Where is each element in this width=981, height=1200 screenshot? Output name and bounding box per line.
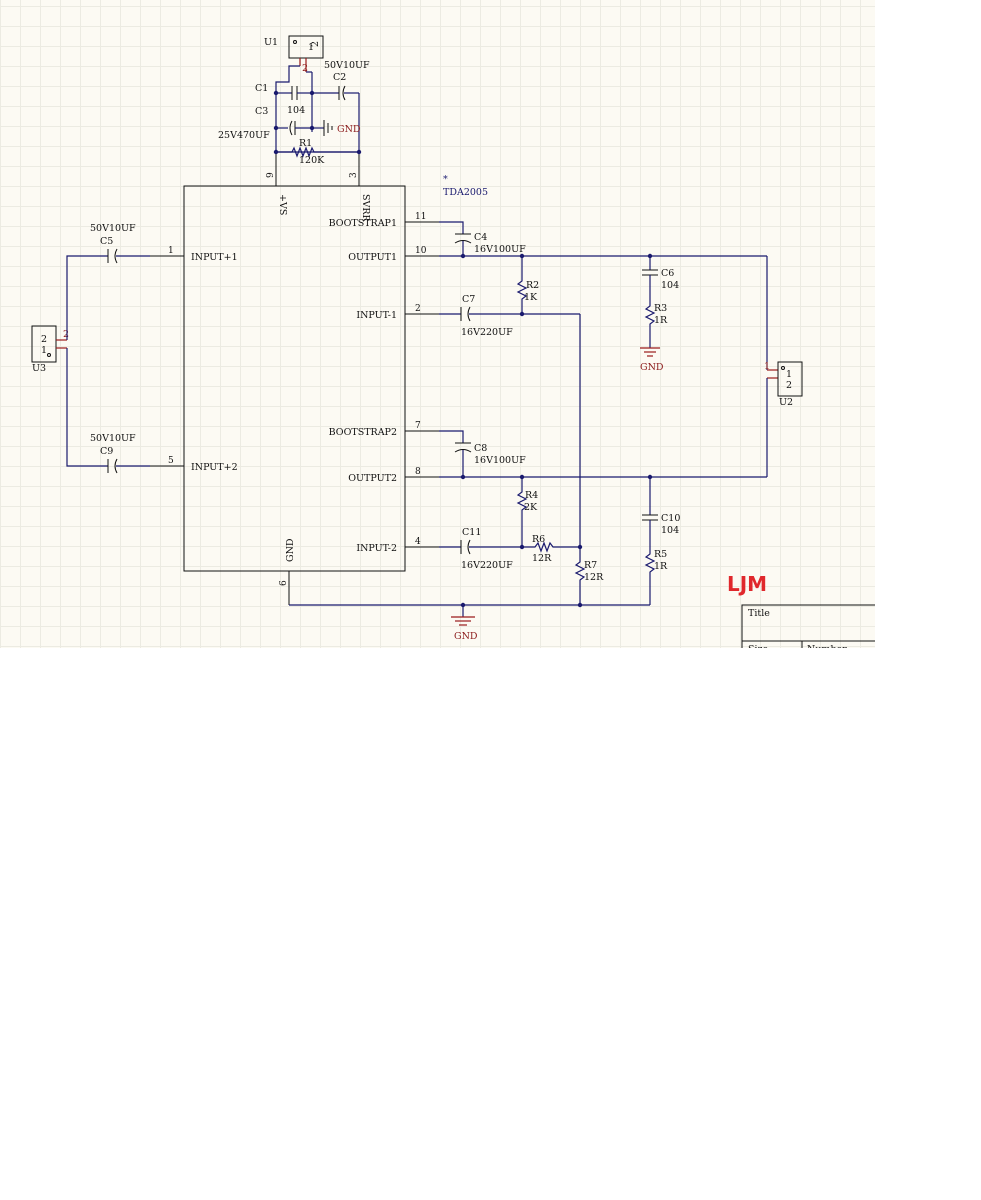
c3-value: 25V470UF xyxy=(218,130,270,141)
c3-ref: C3 xyxy=(255,106,268,117)
pin-name-bootstrap-1: BOOTSTRAP1 xyxy=(329,218,397,229)
connector-u3-pin2-label: 2 xyxy=(41,334,47,345)
connector-u1-pin2-label: 2 xyxy=(310,41,321,47)
connector-u3 xyxy=(31,325,57,363)
c2-value: 50V10UF xyxy=(324,60,370,71)
pin-name-output-1: OUTPUT1 xyxy=(348,252,397,263)
connector-u1-pin1-label: 1 xyxy=(308,42,314,53)
pin-number-3: 3 xyxy=(349,172,359,178)
r6-ref: R6 xyxy=(532,534,545,545)
c4-value: 16V100UF xyxy=(474,244,526,255)
connector-u2-pin-num: 1 xyxy=(764,361,770,372)
pin-name-svrr: SVRR xyxy=(360,194,371,223)
c10-ref: C10 xyxy=(661,513,680,524)
title-block-title: Title xyxy=(748,608,770,619)
pin-name-gnd: GND xyxy=(285,538,296,562)
r3-value: 1R xyxy=(654,315,668,326)
pin-name-input-plus-1: INPUT+1 xyxy=(191,252,238,263)
wire-input-1 xyxy=(66,255,108,340)
resistor-r3 xyxy=(644,275,656,348)
pin-number-7: 7 xyxy=(415,421,421,431)
c5-ref: C5 xyxy=(100,236,113,247)
pin-name-input-plus-2: INPUT+2 xyxy=(191,462,238,473)
pin-number-1: 1 xyxy=(168,246,174,256)
resistor-r4 xyxy=(516,477,528,547)
pin-name-bootstrap-2: BOOTSTRAP2 xyxy=(329,427,397,438)
ic-part-name: TDA2005 xyxy=(443,187,488,198)
connector-u1-pin1-mark xyxy=(293,40,297,44)
connector-u2-ref: U2 xyxy=(779,397,793,408)
connector-u2-pin1-label: 1 xyxy=(786,369,792,380)
c1-ref: C1 xyxy=(255,83,268,94)
c9-ref: C9 xyxy=(100,446,113,457)
schematic-sheet xyxy=(0,0,875,648)
pin-number-6: 6 xyxy=(279,580,289,586)
pin-name-vs: +VS xyxy=(277,194,288,215)
c6-ref: C6 xyxy=(661,268,674,279)
pin-number-10: 10 xyxy=(415,246,427,256)
c6-value: 104 xyxy=(661,280,679,291)
c9-value: 50V10UF xyxy=(90,433,136,444)
r4-value: 2K xyxy=(524,502,538,513)
capacitor-c3 xyxy=(289,120,293,136)
wire-input-2 xyxy=(66,348,108,467)
c10-value: 104 xyxy=(661,525,679,536)
c11-value: 16V220UF xyxy=(461,560,513,571)
pin-number-8: 8 xyxy=(415,467,421,477)
gnd-label-bottom: GND xyxy=(454,631,478,642)
c11-ref: C11 xyxy=(462,527,481,538)
c8-ref: C8 xyxy=(474,443,487,454)
c7-ref: C7 xyxy=(462,294,475,305)
c8-value: 16V100UF xyxy=(474,455,526,466)
connector-u1-ref: U1 xyxy=(264,37,278,48)
gnd-label-mid: GND xyxy=(640,362,664,373)
resistor-r2 xyxy=(516,256,528,314)
gnd-label-top: GND xyxy=(337,124,361,135)
connector-u3-pin-num: 2 xyxy=(63,329,69,340)
r4-ref: R4 xyxy=(525,490,538,501)
pin-number-2: 2 xyxy=(415,304,421,314)
bottom-margin xyxy=(0,648,981,1200)
connector-u2-pin2-label: 2 xyxy=(786,380,792,391)
r2-ref: R2 xyxy=(526,280,539,291)
ljm-logo: LJM xyxy=(727,572,767,596)
resistor-r6 xyxy=(522,541,580,553)
pin-name-input-minus-1: INPUT-1 xyxy=(356,310,397,321)
r5-value: 1R xyxy=(654,561,668,572)
r7-ref: R7 xyxy=(584,560,597,571)
c7-value: 16V220UF xyxy=(461,327,513,338)
r2-value: 1K xyxy=(524,292,538,303)
pin-number-5: 5 xyxy=(168,456,174,466)
r3-ref: R3 xyxy=(654,303,667,314)
connector-u3-pin1-label: 1 xyxy=(41,345,47,356)
pin-number-4: 4 xyxy=(415,537,421,547)
r5-ref: R5 xyxy=(654,549,667,560)
r6-value: 12R xyxy=(532,553,552,564)
wire-vs-supply xyxy=(275,65,300,152)
ic-designator-star: * xyxy=(443,174,448,185)
pin-number-9: 9 xyxy=(266,172,276,178)
resistor-r7 xyxy=(574,314,586,605)
pin-name-input-minus-2: INPUT-2 xyxy=(356,543,397,554)
r7-value: 12R xyxy=(584,572,604,583)
c5-value: 50V10UF xyxy=(90,223,136,234)
r1-ref: R1 xyxy=(299,138,312,149)
resistor-r1 xyxy=(276,146,359,158)
r1-value: 120K xyxy=(299,155,325,166)
connector-u1-pin-num: 2 xyxy=(302,63,308,74)
resistor-r5 xyxy=(644,520,656,605)
connector-u3-ref: U3 xyxy=(32,363,46,374)
connector-u2 xyxy=(777,361,803,397)
c1-value: 104 xyxy=(287,105,305,116)
c4-ref: C4 xyxy=(474,232,487,243)
pin-number-11: 11 xyxy=(415,212,426,222)
c2-ref: C2 xyxy=(333,72,346,83)
pin-name-output-2: OUTPUT2 xyxy=(348,473,397,484)
ic-tda2005-body xyxy=(183,185,406,572)
